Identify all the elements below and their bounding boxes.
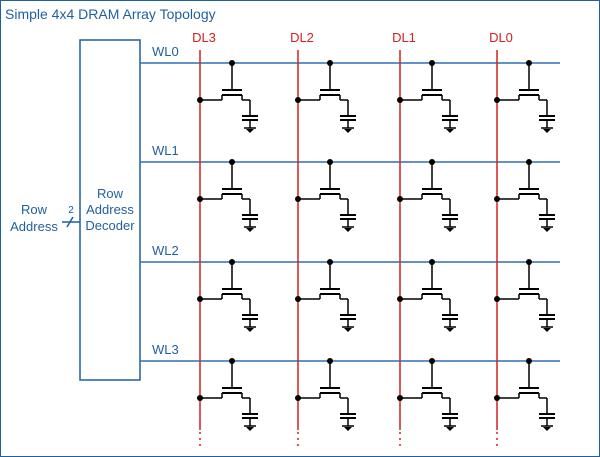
ground-icon <box>543 427 551 431</box>
ground-icon <box>446 129 454 133</box>
bus-width-label: 2 <box>68 205 74 216</box>
data-line-label: DL1 <box>392 30 416 45</box>
data-junction-dot <box>295 395 301 401</box>
row-address-label-line-1: Row <box>21 202 48 217</box>
memory-cell <box>197 159 258 232</box>
ground-icon <box>246 427 254 431</box>
row-address-label-line-2: Address <box>10 219 58 234</box>
diagram-title: Simple 4x4 DRAM Array Topology <box>5 6 216 22</box>
memory-cell <box>295 358 356 431</box>
decoder-label-line-3: Decoder <box>85 218 135 233</box>
bus-width-slash <box>66 216 74 228</box>
memory-cell <box>197 60 258 133</box>
data-junction-dot <box>494 395 500 401</box>
ground-icon <box>246 129 254 133</box>
row-address-decoder-box <box>79 39 141 381</box>
data-junction-dot <box>397 296 403 302</box>
data-junction-dot <box>197 196 203 202</box>
data-line-label: DL2 <box>290 30 314 45</box>
data-lines: DL3 DL2 DL1 DL0 <box>192 30 513 450</box>
ground-icon <box>246 228 254 232</box>
memory-cell <box>397 60 458 133</box>
word-line-label: WL3 <box>152 342 179 357</box>
data-junction-dot <box>197 97 203 103</box>
data-junction-dot <box>397 395 403 401</box>
data-junction-dot <box>397 97 403 103</box>
memory-cell <box>295 259 356 332</box>
data-junction-dot <box>494 196 500 202</box>
ground-icon <box>446 427 454 431</box>
ground-icon <box>543 129 551 133</box>
memory-cell <box>494 159 555 232</box>
memory-cell <box>295 60 356 133</box>
word-line-label: WL1 <box>152 143 179 158</box>
memory-cell <box>197 259 258 332</box>
decoder-label-line-1: Row <box>97 186 124 201</box>
ground-icon <box>543 228 551 232</box>
memory-cell <box>397 259 458 332</box>
data-junction-dot <box>397 196 403 202</box>
memory-cell <box>494 259 555 332</box>
ground-icon <box>543 328 551 332</box>
memory-cell <box>197 358 258 431</box>
data-junction-dot <box>197 395 203 401</box>
memory-cell <box>397 159 458 232</box>
memory-cells <box>197 60 555 431</box>
ground-icon <box>446 328 454 332</box>
word-line-label: WL0 <box>152 44 179 59</box>
word-line-label: WL2 <box>152 243 179 258</box>
data-line-label: DL3 <box>192 30 216 45</box>
data-line-label: DL0 <box>489 30 513 45</box>
memory-cell <box>397 358 458 431</box>
decoder-label-line-2: Address <box>86 202 134 217</box>
ground-icon <box>344 427 352 431</box>
memory-cell <box>295 159 356 232</box>
data-junction-dot <box>295 97 301 103</box>
ground-icon <box>446 228 454 232</box>
data-junction-dot <box>295 196 301 202</box>
data-junction-dot <box>494 296 500 302</box>
ground-icon <box>246 328 254 332</box>
ground-icon <box>344 228 352 232</box>
memory-cell <box>494 358 555 431</box>
data-junction-dot <box>494 97 500 103</box>
ground-icon <box>344 129 352 133</box>
data-junction-dot <box>197 296 203 302</box>
ground-icon <box>344 328 352 332</box>
memory-cell <box>494 60 555 133</box>
data-junction-dot <box>295 296 301 302</box>
